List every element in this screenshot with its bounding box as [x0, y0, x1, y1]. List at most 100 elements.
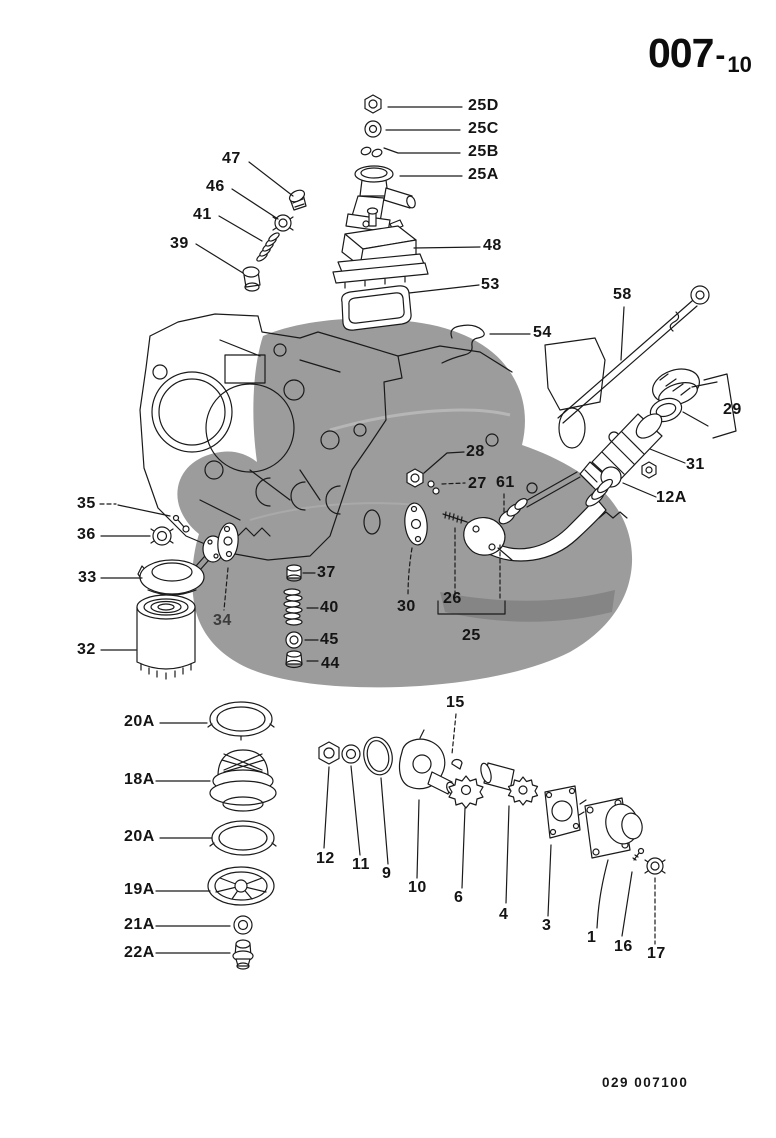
callout-17: 17	[647, 945, 666, 962]
callout-18a: 18A	[124, 771, 155, 788]
callout-11: 11	[352, 856, 370, 873]
part-spring-41	[256, 232, 280, 262]
callout-4: 4	[499, 906, 509, 923]
callout-16: 16	[614, 938, 633, 955]
part-gasket-ring-20a-top	[207, 701, 275, 741]
part-key-15	[451, 758, 463, 770]
callout-12: 12	[316, 850, 335, 867]
part-gasket-3	[544, 785, 581, 839]
callout-28: 28	[466, 443, 485, 460]
callout-20a-top: 20A	[124, 713, 155, 730]
part-retainers-25b	[360, 146, 383, 158]
callout-26: 26	[443, 590, 462, 607]
callout-20a-bottom: 20A	[124, 828, 155, 845]
callout-47: 47	[222, 150, 241, 167]
part-hose-assembly-25	[463, 471, 613, 562]
part-screw-16	[632, 847, 645, 861]
part-gasket-53	[341, 285, 412, 331]
part-dipstick-58	[557, 285, 710, 424]
callout-48: 48	[483, 237, 502, 254]
callout-35: 35	[77, 495, 96, 512]
callout-61: 61	[496, 474, 515, 491]
callout-45: 45	[320, 631, 339, 648]
callout-36: 36	[77, 526, 96, 543]
part-cap-nut-22a	[232, 939, 254, 970]
part-plug-39	[242, 266, 261, 292]
part-pump-housing-10	[398, 729, 456, 795]
part-flange-34	[217, 522, 239, 562]
callout-25a: 25A	[468, 166, 499, 183]
callout-1: 1	[587, 929, 597, 946]
callout-6: 6	[454, 889, 464, 906]
part-oil-filter-32	[136, 594, 196, 680]
callout-54: 54	[533, 324, 552, 341]
part-ring-45	[285, 631, 303, 649]
callout-32: 32	[77, 641, 96, 658]
part-bush-37	[286, 564, 302, 582]
callout-44: 44	[321, 655, 340, 672]
part-cap-44	[285, 650, 303, 669]
part-washer-11	[341, 744, 361, 764]
callout-22a: 22A	[124, 944, 155, 961]
part-filler-neck-31	[579, 413, 663, 491]
callout-34: 34	[213, 612, 232, 629]
part-gasket-ring-20a-bottom	[209, 820, 277, 856]
part-nut-28	[406, 468, 424, 488]
leader-lines	[99, 106, 718, 954]
callout-27: 27	[468, 475, 487, 492]
part-strainer-18a	[209, 749, 277, 812]
page-number-code: 007	[648, 30, 714, 76]
callout-58: 58	[613, 286, 632, 303]
callout-15: 15	[446, 694, 465, 711]
callout-29: 29	[723, 401, 742, 418]
callout-39: 39	[170, 235, 189, 252]
page-number-separator: -	[715, 39, 726, 72]
part-nut-46	[272, 214, 294, 232]
part-washer-25c	[364, 120, 382, 138]
engine-block-line-art	[139, 313, 657, 561]
part-stud-26	[442, 511, 468, 524]
callout-33: 33	[78, 569, 97, 586]
callout-19a: 19A	[124, 881, 155, 898]
callout-31: 31	[686, 456, 705, 473]
part-oring-9	[363, 736, 393, 776]
callout-41: 41	[193, 206, 212, 223]
callout-25: 25	[462, 627, 481, 644]
part-cap-47	[288, 189, 307, 211]
part-shaft-4	[480, 762, 539, 806]
part-nut-36	[150, 526, 174, 546]
part-oil-pump-1	[578, 797, 643, 859]
callout-10: 10	[408, 879, 427, 896]
callout-40: 40	[320, 599, 339, 616]
callout-21a: 21A	[124, 916, 155, 933]
part-nut-17	[644, 857, 666, 875]
part-clip-54	[441, 324, 485, 364]
part-pin-35	[172, 514, 190, 533]
part-spring-40	[283, 588, 303, 626]
callout-53: 53	[481, 276, 500, 293]
callout-37: 37	[317, 564, 336, 581]
part-plate-19a	[207, 866, 275, 906]
bracket-29	[703, 373, 737, 439]
callout-9: 9	[382, 865, 392, 882]
callout-12a: 12A	[656, 489, 687, 506]
callout-3: 3	[542, 917, 552, 934]
part-cap-29	[652, 368, 700, 406]
part-breather-box-48	[332, 207, 429, 289]
callout-25b: 25B	[468, 143, 499, 160]
part-union-61	[498, 498, 528, 525]
page-number: 007 - 10	[648, 30, 752, 77]
part-gear-6	[448, 775, 484, 809]
page-number-sub: 10	[727, 52, 752, 77]
catalog-code: 029 007100	[602, 1075, 689, 1090]
callout-46: 46	[206, 178, 225, 195]
part-washer-21a	[233, 915, 253, 935]
callout-25c: 25C	[468, 120, 499, 137]
part-nut-12	[318, 741, 340, 765]
crankcase-silhouette	[177, 318, 633, 688]
part-washers-27	[427, 480, 440, 495]
callout-30: 30	[397, 598, 416, 615]
part-nut-25d	[364, 94, 382, 114]
